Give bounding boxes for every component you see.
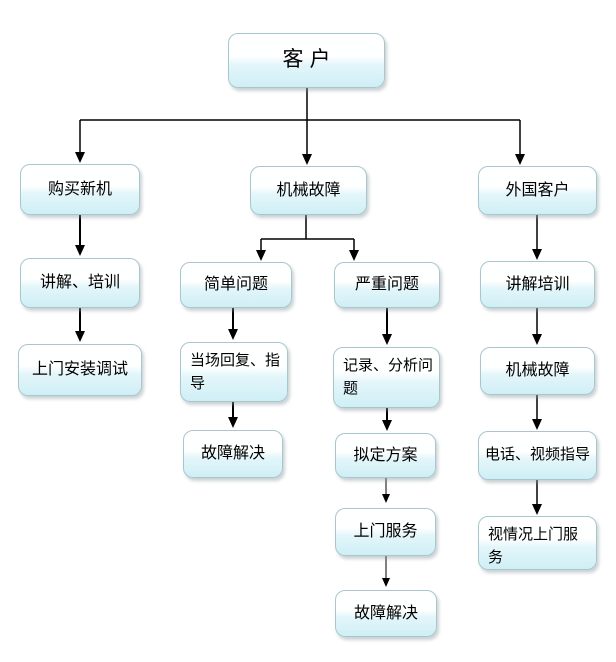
connector-customer-fork	[79, 88, 521, 155]
arrowheads-right-column	[532, 249, 542, 515]
node-record-analyze: 记录、分析问题	[333, 347, 440, 408]
node-onsite-service: 上门服务	[335, 508, 436, 556]
node-onsite-install: 上门安装调试	[18, 344, 142, 396]
node-mechanical-fault: 机械故障	[250, 166, 367, 215]
node-onsite-as-needed: 视情况上门服务	[478, 516, 597, 570]
connector-fault-fork	[260, 215, 355, 251]
arrowheads-serious-branch	[382, 334, 392, 431]
node-serious-problem: 严重问题	[334, 262, 440, 308]
arrowheads-left-column	[75, 245, 85, 342]
arrowheads-fault-fork	[256, 250, 359, 261]
arrowheads-serious-branch-thin	[382, 494, 390, 587]
node-phone-video-guide: 电话、视频指导	[478, 431, 597, 480]
node-onsite-reply: 当场回复、指导	[180, 342, 288, 402]
node-explain-training: 讲解、培训	[20, 258, 140, 308]
node-simple-problem: 简单问题	[180, 262, 292, 308]
node-foreign-customer: 外国客户	[478, 166, 597, 215]
arrowheads-customer-fork	[75, 152, 525, 165]
node-fault-resolved-1: 故障解决	[183, 430, 283, 478]
node-mechanical-fault-2: 机械故障	[480, 347, 595, 395]
node-draft-plan: 拟定方案	[335, 433, 436, 478]
node-buy-new-machine: 购买新机	[20, 164, 140, 215]
node-explain-training-2: 讲解培训	[480, 261, 595, 308]
node-fault-resolved-2: 故障解决	[335, 590, 437, 637]
node-customer: 客户	[228, 33, 385, 88]
arrowheads-simple-branch	[228, 329, 238, 428]
